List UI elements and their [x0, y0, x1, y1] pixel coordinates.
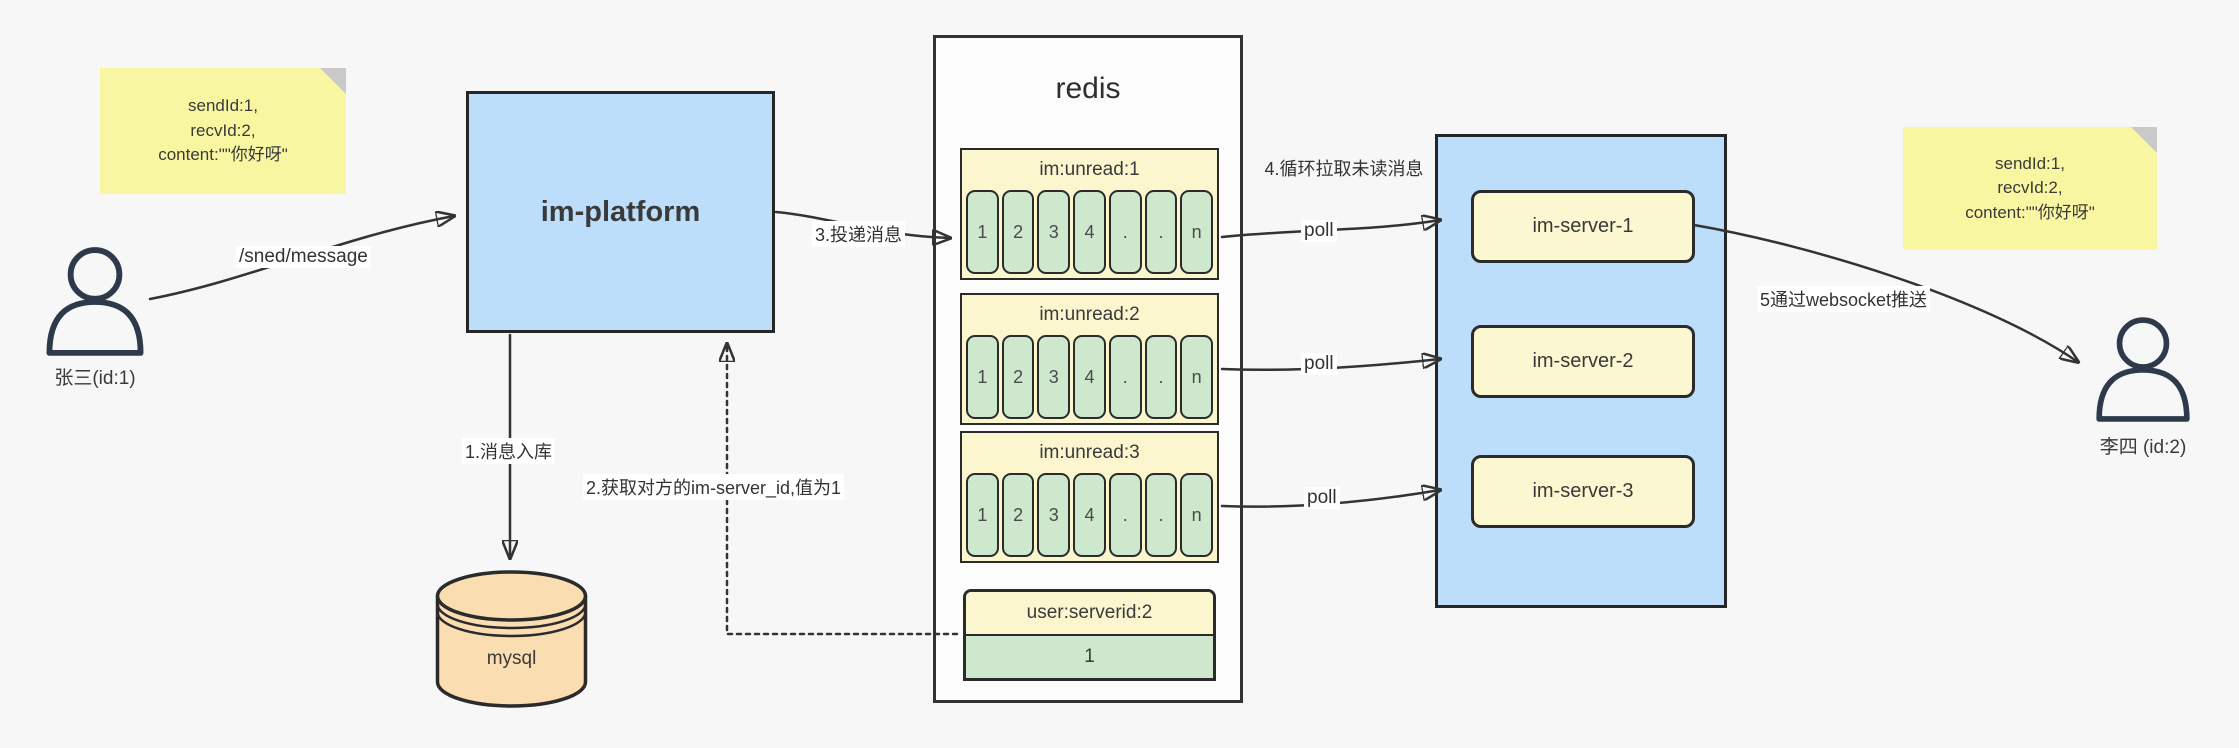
queue-cell: n: [1180, 190, 1214, 274]
queue-cell: 1: [966, 335, 999, 419]
queue-cell: .: [1144, 335, 1178, 419]
queue-cell: 3: [1037, 335, 1071, 419]
redis-queue-unread-2: im:unread:2 1 2 3 4 . . n: [960, 293, 1219, 425]
edge-label-poll-3: poll: [1304, 487, 1340, 509]
redis-user-serverid-entry: user:serverid:2 1: [963, 589, 1216, 681]
im-server-2-label: im-server-2: [1532, 350, 1634, 372]
edge-label-step5: 5通过websocket推送: [1757, 286, 1931, 312]
edge-label-send-message: /sned/message: [236, 246, 371, 268]
queue-cells: 1 2 3 4 . . n: [962, 335, 1217, 419]
queue-cells: 1 2 3 4 . . n: [962, 473, 1217, 557]
note-fold-corner: [320, 68, 346, 94]
im-server-1-label: im-server-1: [1532, 215, 1634, 237]
queue-cell: 3: [1037, 473, 1071, 557]
im-server-3-node: im-server-3: [1471, 455, 1695, 528]
mysql-label: mysql: [486, 648, 537, 669]
mysql-database-icon: [435, 570, 588, 708]
edge-label-step2: 2.获取对方的im-server_id,值为1: [583, 474, 845, 500]
queue-cell: 4: [1073, 335, 1106, 419]
sticky-note-right: sendId:1, recvId:2, content:""你好呀": [1903, 127, 2157, 250]
queue-cell: n: [1180, 473, 1214, 557]
kv-value: 1: [966, 636, 1213, 678]
user-icon: [46, 247, 144, 356]
im-server-cluster: im-server-1 im-server-2 im-server-3: [1435, 134, 1727, 608]
edge-label-step1: 1.消息入库: [462, 438, 556, 464]
edge-label-step4: 4.循环拉取未读消息: [1264, 159, 1424, 179]
edge-label-poll-2: poll: [1301, 353, 1337, 375]
redis-title: redis: [1055, 72, 1121, 105]
redis-container: redis im:unread:1 1 2 3 4 . . n im:unrea…: [933, 35, 1243, 703]
queue-cell: .: [1108, 190, 1142, 274]
receiver-label: 李四 (id:2): [2099, 437, 2187, 458]
queue-cells: 1 2 3 4 . . n: [962, 190, 1217, 274]
queue-cell: 3: [1037, 190, 1071, 274]
im-server-1-node: im-server-1: [1471, 190, 1695, 263]
redis-queue-unread-1: im:unread:1 1 2 3 4 . . n: [960, 148, 1219, 280]
queue-cell: .: [1108, 335, 1142, 419]
im-platform-node: im-platform: [466, 91, 775, 333]
queue-cell: 2: [1001, 473, 1035, 557]
queue-cell: 1: [966, 473, 999, 557]
sticky-note-left-text: sendId:1, recvId:2, content:""你好呀": [158, 96, 288, 165]
queue-cell: n: [1180, 335, 1214, 419]
queue-cell: 4: [1073, 190, 1106, 274]
queue-cell: 4: [1073, 473, 1106, 557]
queue-header: im:unread:2: [1039, 304, 1140, 325]
sticky-note-left: sendId:1, recvId:2, content:""你好呀": [100, 68, 346, 194]
queue-header: im:unread:1: [1039, 159, 1140, 180]
sticky-note-right-text: sendId:1, recvId:2, content:""你好呀": [1965, 153, 2095, 222]
queue-cell: .: [1108, 473, 1142, 557]
user-icon: [2096, 317, 2190, 422]
queue-header: im:unread:3: [1039, 442, 1140, 463]
note-fold-corner: [2131, 127, 2157, 153]
kv-header: user:serverid:2: [966, 592, 1213, 636]
im-server-3-label: im-server-3: [1532, 480, 1634, 502]
redis-queue-unread-3: im:unread:3 1 2 3 4 . . n: [960, 431, 1219, 563]
queue-cell: .: [1144, 190, 1178, 274]
queue-cell: 2: [1001, 190, 1035, 274]
queue-cell: 2: [1001, 335, 1035, 419]
im-platform-label: im-platform: [540, 195, 701, 228]
queue-cell: 1: [966, 190, 999, 274]
im-server-2-node: im-server-2: [1471, 325, 1695, 398]
edge-label-poll-1: poll: [1301, 220, 1337, 242]
queue-cell: .: [1144, 473, 1178, 557]
sender-label: 张三(id:1): [54, 368, 136, 389]
edge-label-step3: 3.投递消息: [812, 221, 906, 247]
